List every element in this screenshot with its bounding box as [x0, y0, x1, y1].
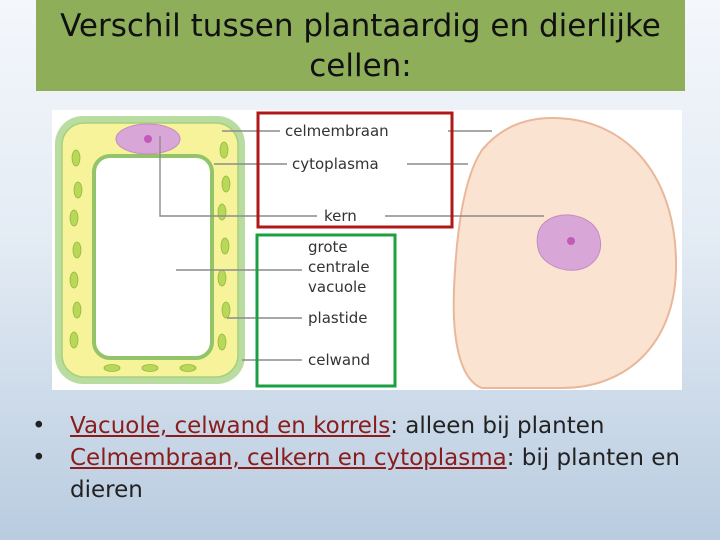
bullet-highlight: Celmembraan, celkern en cytoplasma — [70, 445, 507, 471]
animal-nucleolus — [567, 237, 575, 245]
animal-cell — [452, 116, 678, 389]
bullet-item: Vacuole, celwand en korrels: alleen bij … — [28, 410, 708, 442]
leader-kern-left — [159, 136, 317, 217]
bullet-list: Vacuole, celwand en korrels: alleen bij … — [28, 410, 708, 506]
bullet-highlight: Vacuole, celwand en korrels — [70, 413, 391, 439]
plastid — [71, 149, 81, 167]
plastid — [69, 209, 79, 227]
green-box — [255, 233, 397, 388]
plastid — [69, 331, 79, 349]
label-kern: kern — [324, 207, 357, 225]
label-celmembraan: celmembraan — [285, 122, 389, 140]
plastid — [217, 203, 227, 221]
plastid — [73, 181, 83, 199]
bullet-rest: : alleen bij planten — [390, 413, 605, 439]
plastid — [219, 141, 229, 159]
plastid — [72, 241, 82, 259]
slide-title: Verschil tussen plantaardig en dierlijke… — [60, 7, 661, 84]
plastid — [179, 364, 197, 372]
bullet-rest: : bij planten en dieren — [70, 445, 680, 503]
leader-lines — [159, 130, 544, 361]
label-plastide: plastide — [308, 309, 368, 327]
label-celwand: celwand — [308, 351, 370, 369]
plastid — [221, 301, 231, 319]
plant-nucleolus — [144, 135, 152, 143]
plastid — [217, 333, 227, 351]
plastid — [69, 271, 79, 289]
plastid — [221, 175, 231, 193]
bullet-item: Celmembraan, celkern en cytoplasma: bij … — [28, 442, 708, 506]
label-vacuole-line3: vacuole — [308, 278, 366, 296]
cell-diagram-svg: celmembraan cytoplasma kern grote centra… — [55, 111, 678, 389]
red-box — [256, 111, 454, 229]
plastid — [217, 269, 227, 287]
cell-diagram: celmembraan cytoplasma kern grote centra… — [52, 110, 682, 390]
central-vacuole — [92, 154, 214, 360]
label-vacuole-line1: grote — [308, 238, 348, 256]
plant-cell — [55, 116, 245, 384]
title-band: Verschil tussen plantaardig en dierlijke… — [36, 0, 685, 91]
plastid — [141, 364, 159, 372]
plastids — [69, 141, 231, 372]
label-vacuole-line2: centrale — [308, 258, 370, 276]
plastid — [220, 237, 230, 255]
label-cytoplasma: cytoplasma — [292, 155, 379, 173]
plastid — [103, 364, 121, 372]
plastid — [72, 301, 82, 319]
